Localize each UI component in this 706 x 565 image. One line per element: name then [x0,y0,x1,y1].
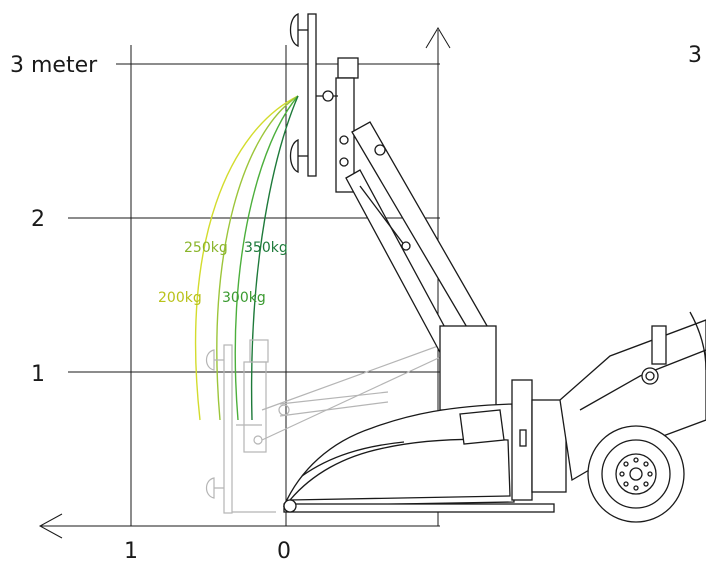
load-labels: 200kg 250kg 300kg 350kg [158,240,288,306]
cab-window [459,409,505,445]
curve-200kg [194,95,299,421]
curve-300kg [234,95,299,421]
label-200kg: 200kg [158,290,202,306]
label-250kg: 250kg [184,240,228,256]
vehicle-body [282,379,567,513]
ghost-tilt-bracket [243,361,267,453]
body-shell [282,403,515,507]
front-wheel-icon [587,425,685,523]
load-curves [194,95,299,421]
tractor-tower [651,325,667,365]
ghost-suction-cup-top [205,349,224,371]
x-label-0: 0 [277,539,291,560]
boom-base [439,325,497,411]
hitch [531,399,567,493]
up-arrow-icon [425,27,451,49]
mount-head [337,57,359,79]
carrier-tractor [559,311,706,523]
label-300kg: 300kg [222,290,266,306]
raised-arm [289,13,497,411]
front-pivot [283,499,297,513]
loader-arm [559,319,706,482]
body-trim [301,441,405,477]
ghost-suction-cup-bottom [205,477,224,499]
suction-cup-top [289,13,308,47]
left-arrow-icon [38,513,63,539]
lowered-arm-ghost [205,337,473,514]
x-label-1: 1 [124,539,138,560]
ghost-vacuum-plate [223,344,233,514]
label-350kg: 350kg [244,240,288,256]
loader-pivot [641,367,659,385]
height-unit-label: 3 meter [10,53,98,78]
corner-label: 3 [688,43,702,68]
loader-frame [579,349,706,411]
suction-cup-bottom [289,139,308,173]
vacuum-plate [307,13,317,177]
curve-350kg [250,95,299,421]
y-label-1: 1 [31,362,45,387]
curve-250kg [216,95,299,421]
bumper-bar [283,503,555,513]
y-label-2: 2 [31,207,45,232]
